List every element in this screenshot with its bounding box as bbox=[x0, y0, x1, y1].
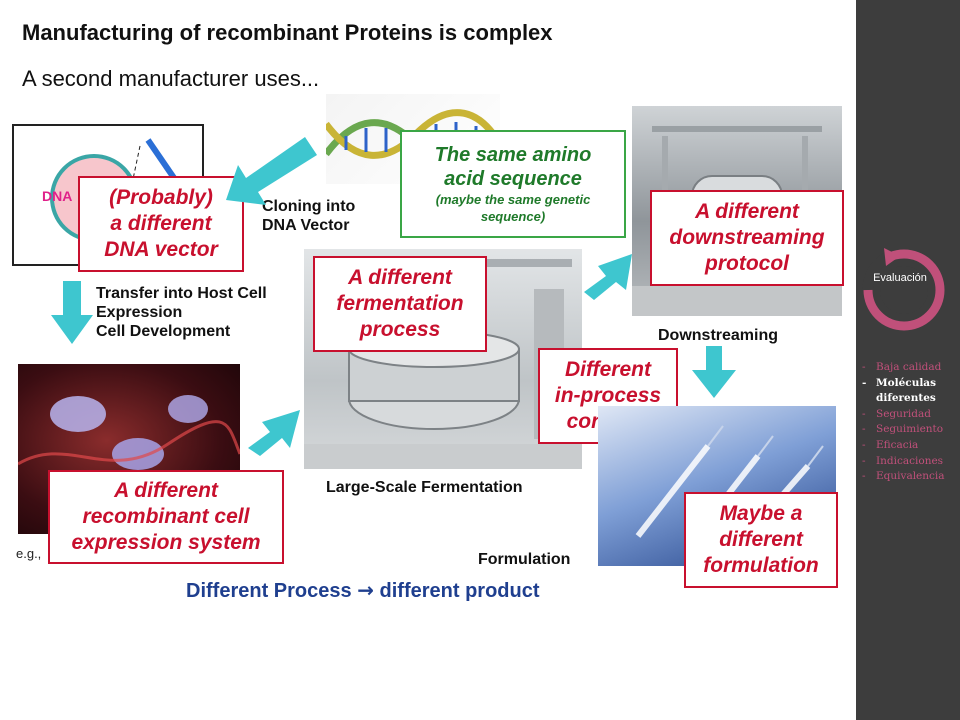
amino-main-line-2: acid sequence bbox=[444, 168, 582, 190]
transfer-label: Transfer into Host Cell Expression Cell … bbox=[96, 285, 267, 340]
sidebar-item-seguridad: -Seguridad bbox=[862, 407, 931, 420]
amino-sub-line-2: sequence) bbox=[480, 209, 546, 224]
slide-subtitle: A second manufacturer uses... bbox=[22, 66, 320, 91]
eg-label: e.g., bbox=[16, 546, 42, 561]
formulation-label: Formulation bbox=[478, 551, 571, 568]
amino-sub-line-1: (maybe the same genetic bbox=[435, 192, 591, 207]
sidebar-item-equivalencia: -Equivalencia bbox=[862, 470, 945, 483]
callout-fermentation: A different fermentation process bbox=[313, 256, 487, 352]
callout-formulation: Maybe a different formulation bbox=[684, 492, 838, 588]
callout-downstreaming: A different downstreaming protocol bbox=[650, 190, 844, 286]
sidebar-item-moleculas-diferentes: -Moléculas diferentes bbox=[862, 376, 937, 405]
fermentation-label: Large-Scale Fermentation bbox=[326, 479, 523, 496]
arrow-to-formulation bbox=[692, 346, 736, 398]
sidebar-item-eficacia: -Eficacia bbox=[862, 438, 919, 451]
evaluation-cycle-icon bbox=[862, 248, 945, 331]
callout-cell-system: A different recombinant cell expression … bbox=[48, 470, 284, 564]
amino-main-line-1: The same amino bbox=[434, 144, 592, 166]
dna-label: DNA bbox=[42, 188, 73, 204]
sidebar-list: -Baja calidad -Moléculas diferentes -Seg… bbox=[862, 360, 958, 485]
downstreaming-label: Downstreaming bbox=[658, 327, 779, 344]
sidebar bbox=[856, 0, 960, 720]
conclusion-text: Different Process → different product bbox=[186, 578, 540, 602]
cloning-label: Cloning into DNA Vector bbox=[262, 198, 356, 234]
right-arrow-icon: → bbox=[357, 578, 374, 602]
slide-title: Manufacturing of recombinant Proteins is… bbox=[22, 20, 553, 45]
evaluation-label: Evaluación bbox=[873, 272, 927, 284]
sidebar-item-indicaciones: -Indicaciones bbox=[862, 454, 944, 467]
sidebar-item-seguimiento: -Seguimiento bbox=[862, 423, 944, 436]
sidebar-item-baja-calidad: -Baja calidad bbox=[862, 361, 942, 373]
callout-amino-acid: The same amino acid sequence (maybe the … bbox=[400, 130, 626, 238]
arrow-transfer bbox=[51, 281, 93, 344]
arrow-to-fermentation bbox=[248, 410, 300, 456]
callout-dna-vector: (Probably) a different DNA vector bbox=[78, 176, 244, 272]
arrow-to-downstreaming bbox=[584, 254, 632, 300]
